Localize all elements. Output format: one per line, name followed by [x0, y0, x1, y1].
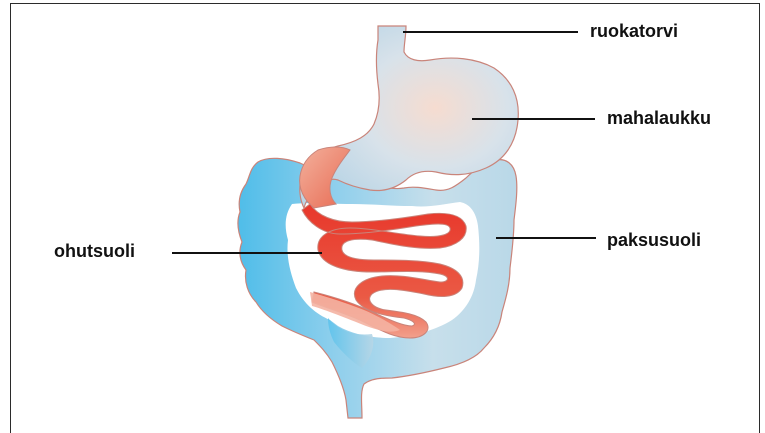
label-ruokatorvi: ruokatorvi	[590, 22, 678, 40]
label-ohutsuoli: ohutsuoli	[54, 242, 135, 260]
label-paksusuoli: paksusuoli	[607, 231, 701, 249]
label-mahalaukku: mahalaukku	[607, 109, 711, 127]
